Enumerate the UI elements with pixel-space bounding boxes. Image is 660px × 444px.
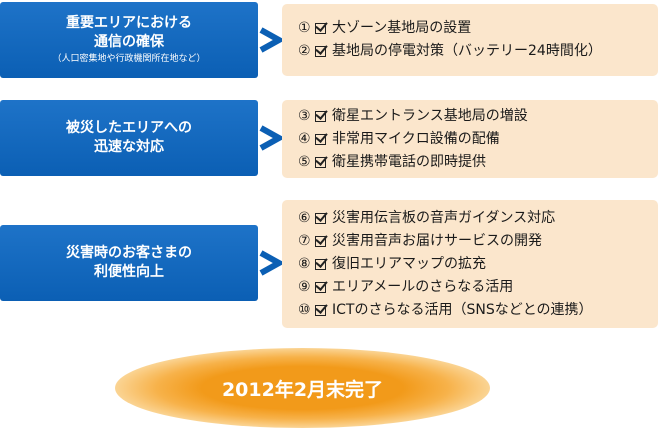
checkbox-icon [315, 110, 326, 122]
category-title-line-2: 迅速な対応 [94, 139, 164, 155]
arrow-right-icon [259, 27, 286, 53]
checkbox-icon [315, 46, 326, 57]
category-box-important-area: 重要エリアにおける 通信の確保 （人口密集地や行政機関所在地など） [0, 2, 258, 78]
category-title-line-1: 被災したエリアへの [66, 120, 192, 136]
checkbox-icon [315, 304, 326, 316]
checkbox-icon [315, 23, 326, 34]
category-title-line-2: 利便性向上 [94, 264, 164, 280]
category-subtitle: （人口密集地や行政機関所在地など） [52, 54, 206, 64]
checkbox-icon [315, 235, 326, 247]
checkbox-icon [315, 258, 326, 270]
checkbox-icon [315, 156, 326, 168]
checkbox-icon [315, 133, 326, 145]
arrow-right-icon [259, 250, 286, 276]
checkbox-icon [315, 281, 326, 293]
category-title-line-2: 通信の確保 [94, 34, 164, 50]
category-title-line-1: 災害時のお客さまの [66, 245, 192, 261]
completion-text: 2012年2月末完了 [221, 378, 384, 401]
category-title-line-1: 重要エリアにおける [66, 15, 192, 31]
category-box-disaster-area: 被災したエリアへの 迅速な対応 [0, 100, 258, 176]
category-box-convenience: 災害時のお客さまの 利便性向上 [0, 225, 258, 301]
arrow-right-icon [259, 125, 286, 151]
completion-badge: 2012年2月末完了 [115, 348, 490, 428]
checkbox-icon [315, 212, 326, 224]
